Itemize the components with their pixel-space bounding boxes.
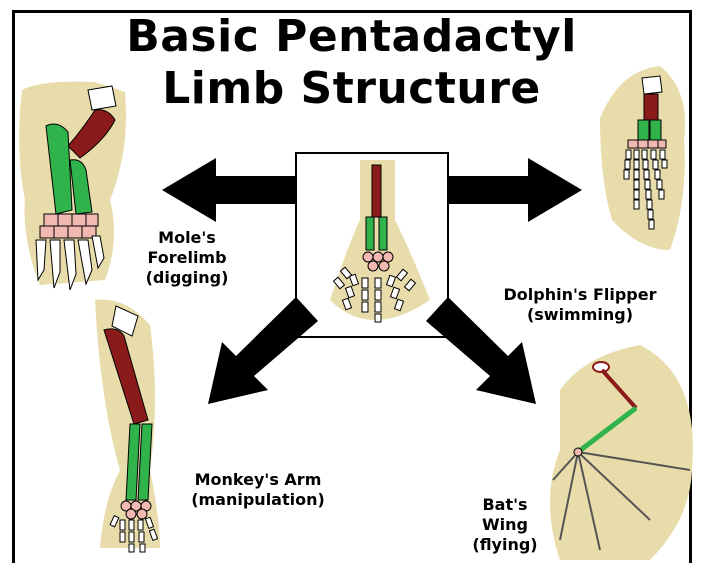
mole-caption-name: Mole's bbox=[132, 228, 242, 248]
bat-carpals bbox=[574, 448, 582, 456]
dolphin-ulna bbox=[650, 120, 661, 140]
generic-ulna bbox=[379, 217, 387, 250]
generic-carpal bbox=[373, 252, 383, 262]
bat-caption-limb: Wing bbox=[455, 515, 555, 535]
bat-caption-name: Bat's bbox=[455, 495, 555, 515]
dolphin-caption: Dolphin's Flipper (swimming) bbox=[480, 285, 680, 325]
arrow-right-icon bbox=[448, 158, 582, 222]
generic-radius bbox=[366, 217, 374, 250]
arrow-down-left-icon bbox=[208, 297, 318, 404]
generic-carpal bbox=[363, 252, 373, 262]
dolphin-carpals bbox=[628, 140, 666, 148]
bat-scapula bbox=[593, 362, 609, 372]
mole-carpals bbox=[40, 214, 98, 238]
bat-limb-outline bbox=[550, 345, 693, 560]
dolphin-caption-name: Dolphin's Flipper bbox=[480, 285, 680, 305]
monkey-caption: Monkey's Arm (manipulation) bbox=[168, 470, 348, 510]
generic-carpal bbox=[383, 252, 393, 262]
bat-caption: Bat's Wing (flying) bbox=[455, 495, 555, 555]
dolphin-caption-function: (swimming) bbox=[480, 305, 680, 325]
bat-caption-function: (flying) bbox=[455, 535, 555, 555]
generic-humerus bbox=[372, 165, 381, 217]
title-line-2: Limb Structure bbox=[0, 62, 703, 116]
monkey-caption-function: (manipulation) bbox=[168, 490, 348, 510]
monkey-caption-name: Monkey's Arm bbox=[168, 470, 348, 490]
mole-caption: Mole's Forelimb (digging) bbox=[132, 228, 242, 288]
title-line-1: Basic Pentadactyl bbox=[0, 10, 703, 64]
arrow-left-icon bbox=[162, 158, 296, 222]
generic-carpal bbox=[368, 261, 378, 271]
mole-caption-function: (digging) bbox=[132, 268, 242, 288]
monkey-arm bbox=[95, 300, 160, 552]
dolphin-radius bbox=[638, 120, 649, 140]
bat-wing bbox=[550, 345, 693, 560]
mole-caption-limb: Forelimb bbox=[132, 248, 242, 268]
generic-carpal bbox=[379, 261, 389, 271]
